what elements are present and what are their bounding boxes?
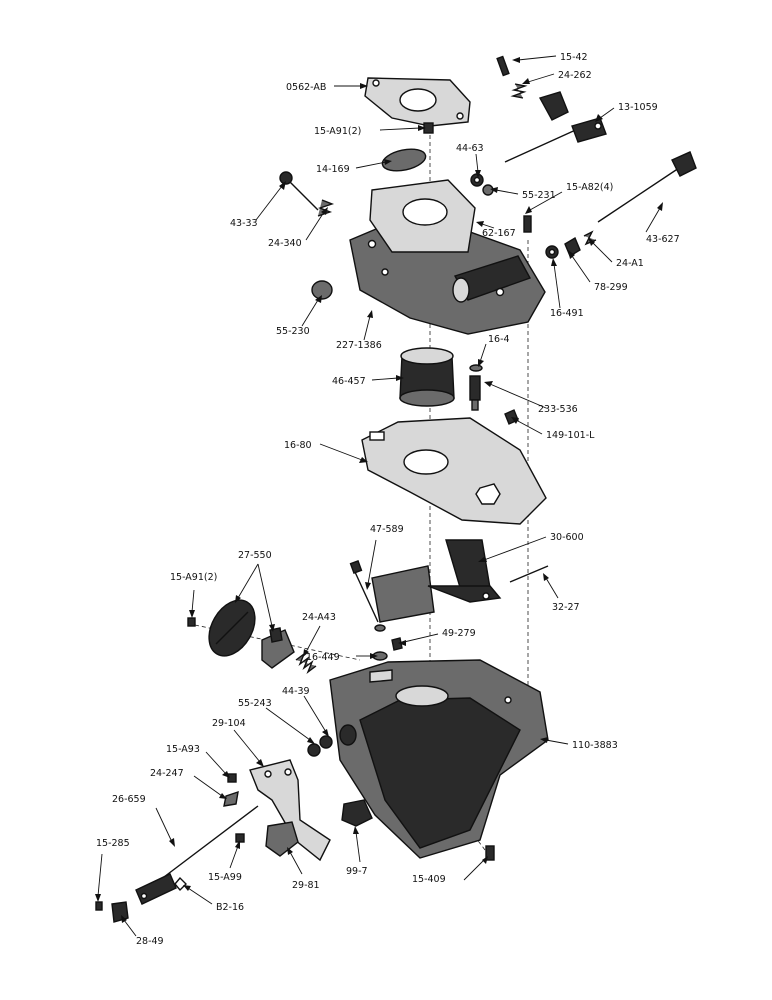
label-44-63: 44-63 [456,143,484,154]
label-16-80: 16-80 [284,440,312,451]
label-16-4: 16-4 [488,334,510,345]
throttle-valve-plates [208,599,295,669]
label-15-a99: 15-A99 [208,872,242,883]
idle-adjusting-screw [279,171,335,217]
label-14-169: 14-169 [316,164,350,175]
lever-screw-and-clip [223,773,239,807]
label-32-27: 32-27 [552,602,580,613]
discharge-nozzle [469,364,483,411]
throttle-body [349,179,546,335]
label-233-536: 233-536 [538,404,578,415]
label-24-340: 24-340 [268,238,302,249]
cotter-pin [174,876,187,892]
label-30-600: 30-600 [550,532,584,543]
label-44-39: 44-39 [282,686,310,697]
label-15-409: 15-409 [412,874,446,885]
label-26-659: 26-659 [112,794,146,805]
main-jet-parts [372,637,403,661]
leader-lines [95,55,663,937]
fuel-bowl [329,659,549,859]
choke-shaft-lever [504,91,607,163]
venturi [399,347,455,407]
label-110-3883: 110-3883 [572,740,618,751]
throttle-lever [249,759,331,862]
label-15-a82-4: 15-A82(4) [566,182,613,193]
label-49-279: 49-279 [442,628,476,639]
shaft-washers [470,173,494,196]
bowl-cover-screw [523,215,532,233]
label-55-243: 55-243 [238,698,272,709]
label-227-1386: 227-1386 [336,340,382,351]
label-28-49: 28-49 [136,936,164,947]
float-needle-valve [349,560,386,632]
label-15-285: 15-285 [96,838,130,849]
label-15-a91-2-top: 15-A91(2) [314,126,361,137]
label-99-7: 99-7 [346,866,368,877]
check-ball-parts [307,735,333,757]
shaft-end-parts [95,901,129,923]
bowl-screw [485,845,495,861]
bowl-cover-gasket [361,417,547,525]
label-46-457: 46-457 [332,376,366,387]
label-78-299: 78-299 [594,282,628,293]
label-55-230: 55-230 [276,326,310,337]
flange-gasket [364,77,471,127]
label-13-1059: 13-1059 [618,102,658,113]
main-adjusting-needle [597,151,697,223]
label-15-a93: 15-A93 [166,744,200,755]
label-0562-ab: 0562-AB [286,82,326,93]
valve-screw-left [187,617,196,627]
part-labels: 15-42 24-262 0562-AB 13-1059 15-A91(2) 4… [96,52,680,947]
float-assembly [371,539,549,623]
label-47-589: 47-589 [370,524,404,535]
label-29-104: 29-104 [212,718,246,729]
label-16-449: 16-449 [306,652,340,663]
label-149-101-l: 149-101-L [546,430,595,441]
label-24-247: 24-247 [150,768,184,779]
label-29-81: 29-81 [292,880,320,891]
label-15-42: 15-42 [560,52,588,63]
label-24-a1: 24-A1 [616,258,644,269]
label-b2-16: B2-16 [216,902,244,913]
throttle-stop-screw [496,55,528,99]
label-27-550: 27-550 [238,550,272,561]
label-15-a91-2-left: 15-A91(2) [170,572,217,583]
throttle-shaft [135,805,259,905]
label-62-167: 62-167 [482,228,516,239]
drain-plug [341,799,373,827]
choke-valve [381,148,427,172]
label-43-33: 43-33 [230,218,258,229]
label-24-a43: 24-A43 [302,612,336,623]
label-43-627: 43-627 [646,234,680,245]
label-24-262: 24-262 [558,70,592,81]
label-55-231: 55-231 [522,190,556,201]
label-16-491: 16-491 [550,308,584,319]
welch-plug [311,280,333,300]
